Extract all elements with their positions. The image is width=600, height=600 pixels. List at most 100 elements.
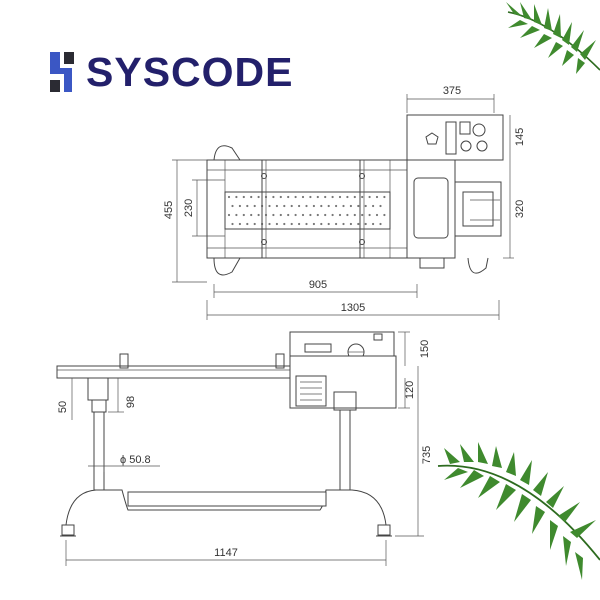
vacuum-hole — [275, 222, 278, 226]
vacuum-hole — [305, 222, 308, 226]
vacuum-hole — [298, 222, 301, 226]
vacuum-hole — [287, 213, 290, 217]
conveyor-rail-side — [56, 365, 296, 379]
vacuum-hole — [372, 204, 375, 208]
vacuum-hole — [227, 195, 231, 199]
vacuum-hole — [379, 222, 382, 226]
vacuum-hole — [335, 222, 338, 226]
vacuum-hole — [257, 195, 260, 199]
vacuum-hole — [246, 204, 249, 208]
vacuum-hole — [279, 195, 282, 199]
print-head-area — [406, 159, 456, 259]
dim-belt-offset: 50 — [57, 401, 69, 413]
vacuum-hole — [290, 204, 293, 208]
vacuum-hole — [364, 204, 367, 208]
vacuum-hole — [383, 195, 386, 199]
vacuum-hole — [250, 195, 253, 199]
vacuum-hole — [312, 204, 315, 208]
vacuum-hole — [346, 213, 349, 217]
vacuum-hole — [357, 204, 360, 208]
vacuum-hole — [253, 204, 256, 208]
vacuum-hole — [368, 213, 371, 217]
dim-width-total: 1305 — [341, 302, 365, 314]
dim-belt-width: 230 — [183, 199, 195, 217]
dim-clamp-height: 98 — [125, 396, 137, 408]
vacuum-hole — [338, 213, 342, 217]
left-post — [93, 411, 105, 491]
dim-controller-height: 150 — [419, 340, 431, 358]
vacuum-hole — [268, 204, 271, 208]
vacuum-hole — [338, 195, 342, 199]
vacuum-hole — [272, 195, 275, 199]
vacuum-hole — [364, 222, 367, 226]
vacuum-hole — [342, 204, 345, 208]
vacuum-hole — [361, 213, 364, 217]
left-clamp — [87, 377, 109, 401]
palm-leaf-bottom-decoration — [437, 442, 600, 580]
conveyor-belt-top — [224, 191, 391, 230]
vacuum-hole — [294, 195, 297, 199]
vacuum-hole — [324, 195, 327, 199]
vacuum-hole — [231, 204, 234, 208]
vacuum-hole — [309, 195, 312, 199]
vacuum-hole — [316, 213, 319, 217]
vacuum-hole — [375, 195, 379, 199]
vacuum-hole — [242, 195, 245, 199]
vacuum-hole — [253, 222, 256, 226]
vacuum-hole — [301, 213, 305, 217]
vacuum-hole — [346, 195, 349, 199]
vacuum-hole — [383, 213, 386, 217]
vacuum-hole — [309, 213, 312, 217]
vacuum-hole — [320, 204, 323, 208]
vacuum-hole — [349, 222, 352, 226]
vacuum-hole — [250, 213, 253, 217]
dim-controller-depth: 145 — [514, 128, 526, 146]
vacuum-holes — [227, 195, 386, 226]
vacuum-hole — [242, 213, 245, 217]
vacuum-hole — [227, 213, 231, 217]
vacuum-hole — [327, 204, 330, 208]
vacuum-hole — [327, 222, 330, 226]
vacuum-hole — [231, 222, 234, 226]
vacuum-hole — [238, 204, 241, 208]
vacuum-hole — [349, 204, 352, 208]
dim-belt-length: 905 — [309, 279, 327, 291]
base-frame — [65, 489, 387, 526]
vacuum-hole — [379, 204, 382, 208]
vacuum-hole — [283, 204, 286, 208]
vacuum-hole — [368, 195, 371, 199]
vacuum-hole — [290, 222, 293, 226]
vacuum-hole — [235, 195, 238, 199]
right-post — [339, 409, 351, 491]
vacuum-hole — [246, 222, 249, 226]
vacuum-hole — [320, 222, 323, 226]
brand-name: SYSCODE — [86, 49, 294, 95]
dim-head-height: 120 — [404, 381, 416, 399]
vacuum-hole — [324, 213, 327, 217]
vacuum-hole — [238, 222, 241, 226]
dim-overall-depth: 455 — [163, 201, 175, 219]
vacuum-hole — [361, 195, 364, 199]
brand-logo: SYSCODE — [46, 50, 294, 94]
vacuum-hole — [279, 213, 282, 217]
dim-bracket-depth: 320 — [514, 200, 526, 218]
conveyor-frame-top — [206, 159, 408, 259]
vacuum-hole — [272, 213, 275, 217]
vacuum-hole — [294, 213, 297, 217]
vacuum-hole — [298, 204, 301, 208]
vacuum-hole — [331, 213, 334, 217]
dim-post-diameter: ϕ 50.8 — [120, 454, 151, 466]
vacuum-hole — [268, 222, 271, 226]
vacuum-hole — [257, 213, 260, 217]
vacuum-hole — [353, 195, 356, 199]
vacuum-hole — [305, 204, 308, 208]
vacuum-hole — [357, 222, 360, 226]
syscode-logo-icon — [50, 52, 74, 92]
vacuum-hole — [342, 222, 345, 226]
vacuum-hole — [331, 195, 334, 199]
vacuum-hole — [353, 213, 356, 217]
vacuum-hole — [301, 195, 305, 199]
